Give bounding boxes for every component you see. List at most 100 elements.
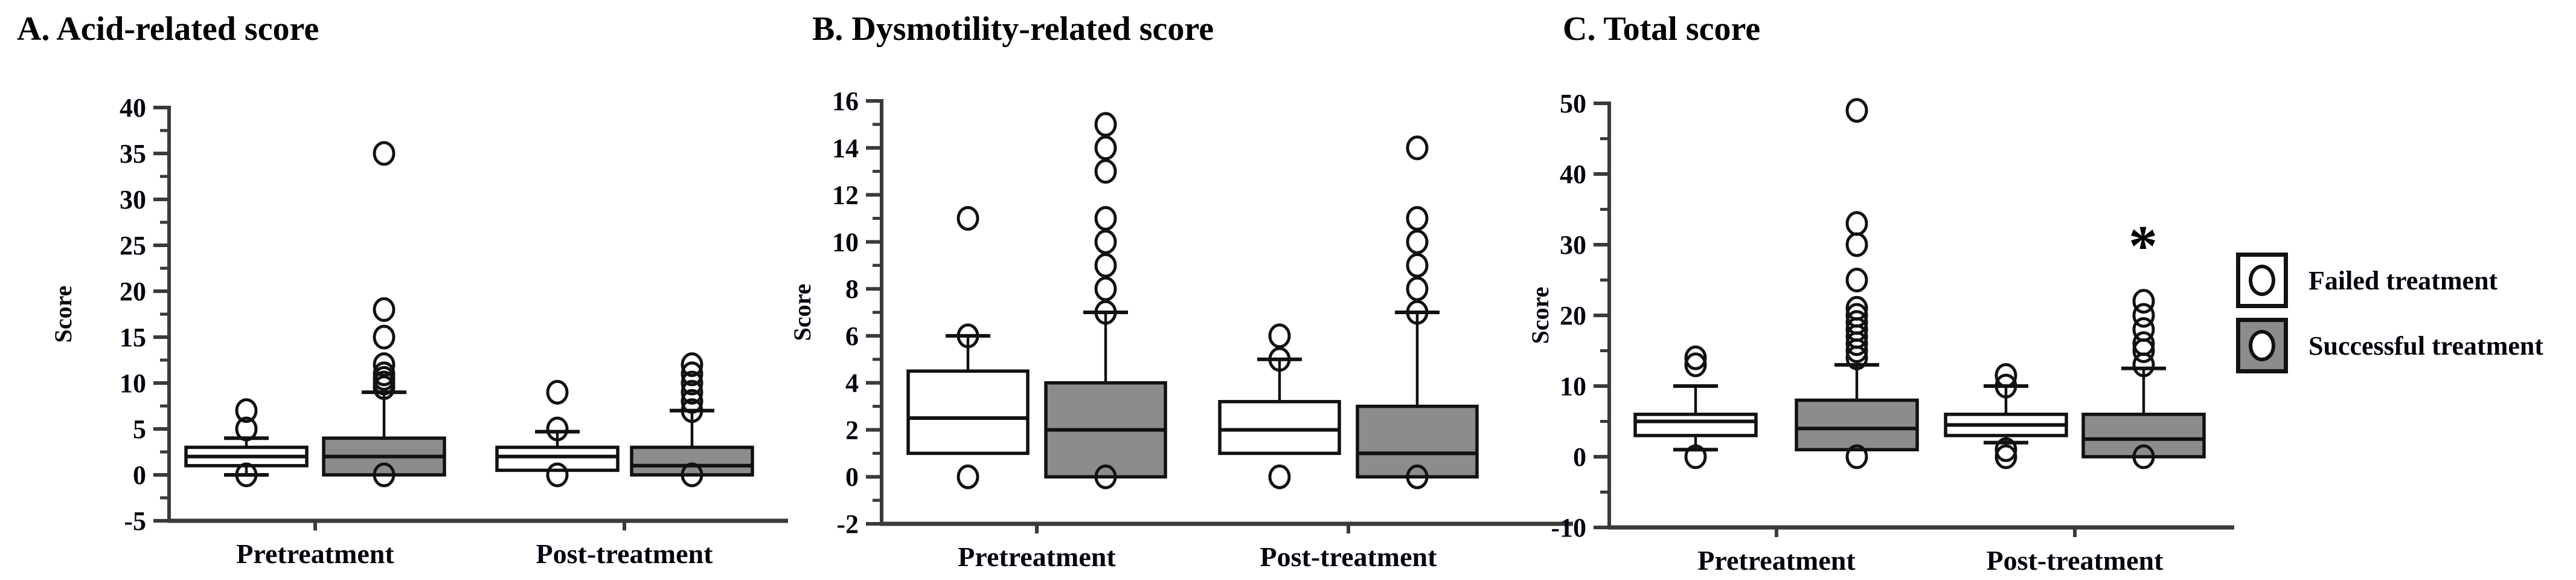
box-post-treatment-failed [1218, 323, 1341, 489]
y-axis-label: Score [789, 284, 816, 341]
box-pretreatment-failed [1633, 345, 1758, 469]
successful-treatment-key-icon [2236, 318, 2288, 373]
outlier-circle-icon [1268, 347, 1291, 372]
y-tick-label: 8 [845, 274, 859, 304]
outlier-circle-icon [681, 370, 703, 396]
y-tick-label: 35 [120, 139, 146, 169]
outlier-circle-icon [1845, 98, 1868, 123]
outlier-circle-icon [2249, 265, 2275, 296]
outlier-circle-icon [235, 416, 258, 442]
outlier-circle-icon [2249, 330, 2275, 361]
outlier-circle-icon [1094, 229, 1117, 254]
outlier-circle-icon [681, 398, 703, 424]
outlier-circle-icon [1845, 303, 1868, 328]
y-tick-label: 10 [120, 369, 146, 398]
outlier-circle-icon [1684, 444, 1707, 469]
significance-asterisk: * [2129, 214, 2158, 279]
x-category-label: Post-treatment [536, 538, 714, 569]
outlier-circle-icon [1994, 362, 2017, 388]
outlier-circle-icon [235, 398, 258, 424]
box-pretreatment-successful [1044, 112, 1167, 489]
outlier-circle-icon [1845, 268, 1868, 292]
box-rect [495, 445, 620, 472]
y-tick-label: 15 [120, 323, 146, 352]
y-tick-label: -10 [1551, 513, 1586, 543]
outlier-circle-icon [1845, 211, 1868, 236]
panel-a-title: A. Acid-related score [17, 10, 319, 48]
outlier-circle-icon [1845, 295, 1868, 321]
outlier-circle-icon [1845, 444, 1868, 469]
outlier-circle-icon [681, 352, 703, 378]
y-tick-label: 25 [120, 231, 146, 260]
y-tick-label: 30 [1560, 230, 1586, 260]
outlier-circle-icon [1994, 437, 2017, 462]
y-tick-label: 0 [1573, 442, 1586, 472]
outlier-circle-icon [1094, 464, 1117, 489]
outlier-circle-icon [1406, 135, 1429, 161]
outlier-circle-icon [956, 205, 979, 231]
outlier-circle-icon [373, 361, 396, 387]
y-tick-label: 10 [1560, 372, 1586, 401]
box-pretreatment-successful [1795, 98, 1919, 469]
y-tick-label: 20 [1560, 301, 1586, 330]
box-post-treatment-failed [495, 379, 620, 488]
y-tick-label: 4 [845, 369, 859, 398]
y-tick-label: 0 [845, 462, 859, 492]
outlier-circle-icon [373, 297, 396, 322]
y-tick-label: 40 [120, 93, 146, 123]
outlier-circle-icon [956, 464, 979, 489]
outlier-circle-icon [1094, 253, 1117, 278]
outlier-circle-icon [2132, 444, 2155, 469]
box-post-treatment-successful [630, 352, 754, 488]
box-rect [1218, 400, 1341, 456]
outlier-circle-icon [546, 379, 569, 405]
box-rect [630, 445, 754, 477]
outlier-circle-icon [1094, 276, 1117, 301]
box-rect [1795, 398, 1919, 452]
outlier-circle-icon [1094, 135, 1117, 161]
legend-item-successful: Successful treatment [2236, 318, 2543, 373]
legend-item-failed: Failed treatment [2236, 253, 2543, 308]
y-axis-label: Score [50, 286, 77, 343]
outlier-circle-icon [373, 141, 396, 166]
outlier-circle-icon [1094, 159, 1117, 184]
box-post-treatment-successful [2081, 289, 2206, 469]
box-pretreatment-failed [906, 205, 1030, 489]
outlier-circle-icon [235, 462, 258, 488]
outlier-circle-icon [681, 379, 703, 405]
box-rect [2081, 413, 2206, 459]
outlier-circle-icon [1684, 345, 1707, 370]
outlier-circle-icon [681, 388, 703, 414]
box-rect [1633, 413, 1758, 437]
y-tick-label: 5 [133, 414, 146, 444]
y-tick-label: -5 [124, 506, 146, 536]
legend-label-successful: Successful treatment [2308, 330, 2543, 361]
outlier-circle-icon [1406, 464, 1429, 489]
y-tick-label: 30 [120, 185, 146, 214]
x-category-label: Post-treatment [1987, 545, 2164, 576]
outlier-circle-icon [956, 323, 979, 349]
outlier-circle-icon [1845, 232, 1868, 257]
outlier-circle-icon [681, 361, 703, 387]
outlier-circle-icon [2132, 317, 2155, 342]
outlier-circle-icon [1094, 205, 1117, 231]
x-category-label: Pretreatment [1697, 545, 1856, 576]
outlier-circle-icon [1268, 464, 1291, 489]
outlier-circle-icon [1406, 205, 1429, 231]
box-pretreatment-failed [184, 398, 309, 488]
outlier-circle-icon [2132, 289, 2155, 314]
outlier-circle-icon [1406, 300, 1429, 325]
y-tick-label: 6 [845, 321, 859, 351]
x-category-label: Pretreatment [958, 541, 1116, 572]
y-tick-label: 12 [832, 181, 859, 210]
outlier-circle-icon [373, 324, 396, 350]
x-category-label: Pretreatment [236, 538, 394, 569]
outlier-circle-icon [373, 462, 396, 488]
outlier-circle-icon [1845, 310, 1868, 335]
outlier-circle-icon [1094, 300, 1117, 325]
y-tick-label: 14 [832, 134, 859, 163]
